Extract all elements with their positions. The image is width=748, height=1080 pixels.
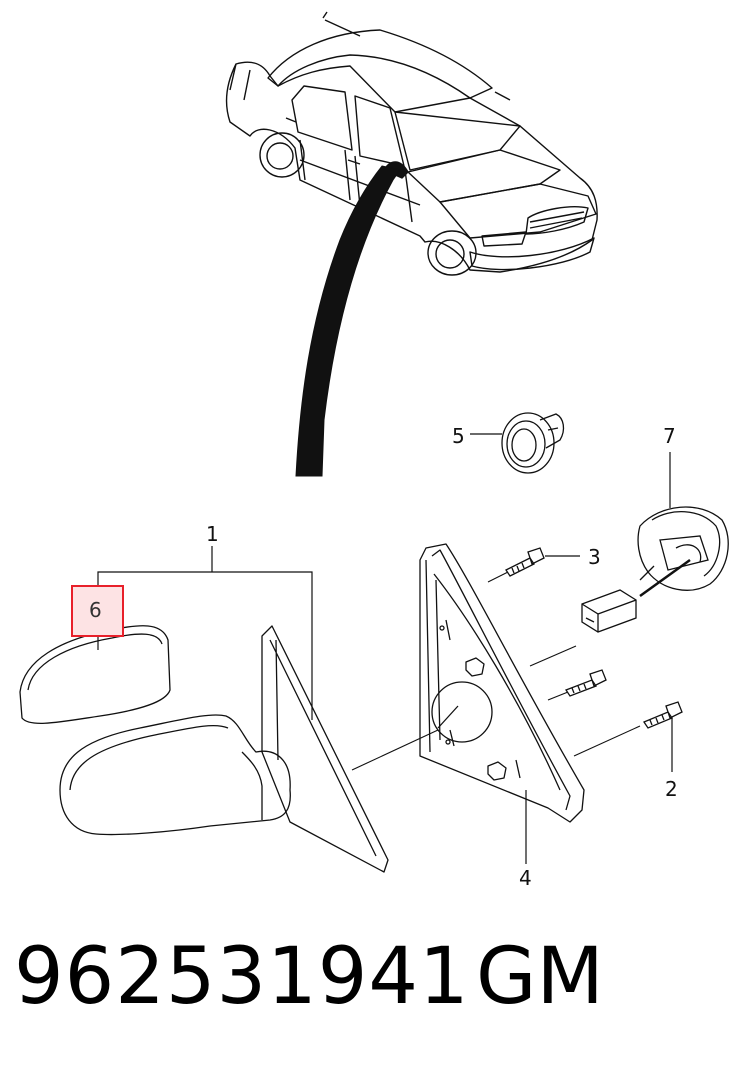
callout-6: 6 bbox=[89, 598, 102, 622]
screw-middle bbox=[565, 669, 607, 697]
part-5-grommet bbox=[501, 412, 565, 474]
callout-3: 3 bbox=[588, 545, 601, 569]
brand-name: GM bbox=[476, 932, 604, 1022]
leader-1 bbox=[97, 571, 313, 720]
car-illustration bbox=[225, 11, 598, 276]
part-2-bolt bbox=[643, 701, 683, 729]
highlight-box bbox=[71, 585, 124, 637]
callout-5: 5 bbox=[452, 424, 465, 448]
callout-1: 1 bbox=[206, 522, 219, 546]
callout-2: 2 bbox=[665, 777, 678, 801]
part-number: 962531941 bbox=[14, 932, 470, 1022]
part-1-mirror-assembly bbox=[19, 625, 389, 873]
part-3-screw bbox=[505, 547, 545, 577]
part-7-motor bbox=[581, 506, 729, 633]
callout-7: 7 bbox=[663, 424, 676, 448]
callout-4: 4 bbox=[519, 866, 532, 890]
assembly-lines bbox=[351, 571, 641, 771]
part-4-base-plate bbox=[419, 543, 585, 823]
pointer-arrow bbox=[295, 165, 401, 477]
